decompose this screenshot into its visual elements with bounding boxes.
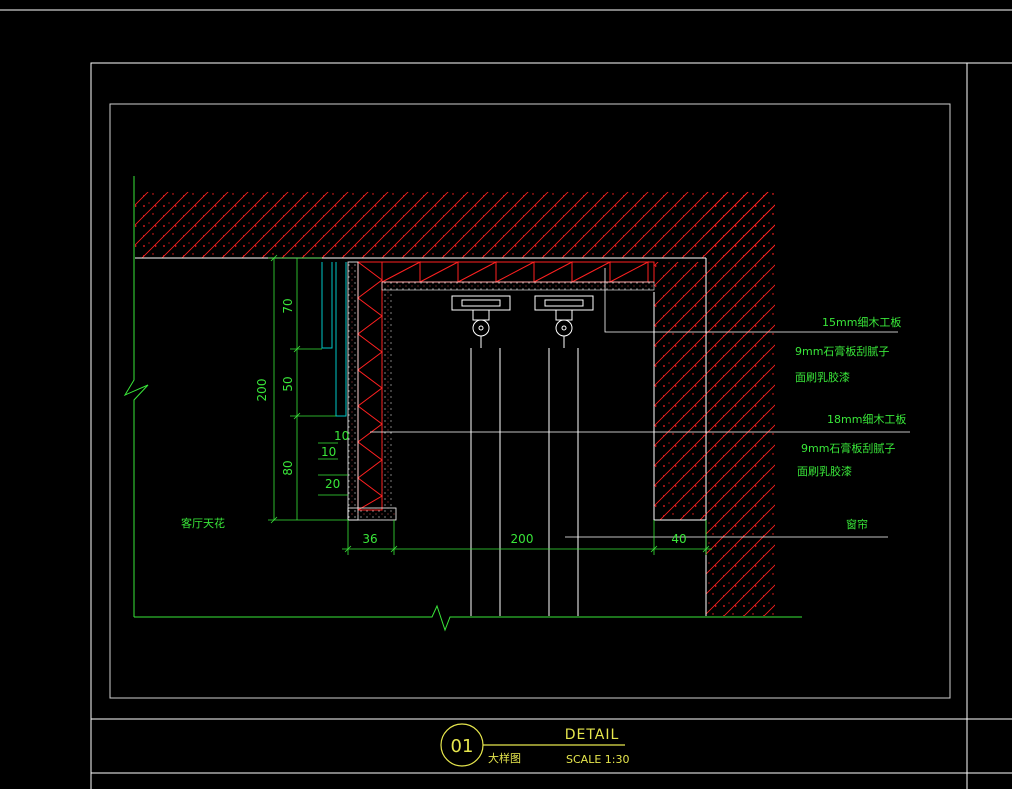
curtain-track-1 (451, 295, 511, 616)
note1-line2: 9mm石膏板刮腻子 (795, 344, 889, 358)
dim-80: 80 (281, 460, 295, 475)
gypsum-board-top (381, 281, 655, 291)
detail-scale: SCALE 1:30 (566, 753, 629, 766)
dim-20: 20 (325, 477, 340, 491)
note1-line1: 15mm细木工板 (822, 315, 901, 329)
title-block: 01 DETAIL 大样图 SCALE 1:30 (440, 723, 629, 767)
sheet-frame (0, 9, 1012, 789)
gypsum-board-left (347, 261, 397, 521)
note2-line1: 18mm细木工板 (827, 412, 906, 426)
dim-200-vertical: 200 (255, 379, 269, 402)
dim-200-horizontal: 200 (511, 532, 534, 546)
break-lines (123, 176, 802, 632)
note1-line3: 面刷乳胶漆 (795, 370, 850, 384)
material-annotations: 15mm细木工板 9mm石膏板刮腻子 面刷乳胶漆 18mm细木工板 9mm石膏板… (181, 315, 906, 531)
curtain-box-right-wall (653, 262, 706, 521)
dimension-text: 70 50 200 80 10 10 20 36 200 40 (255, 298, 687, 546)
living-ceiling-label: 客厅天花 (181, 516, 225, 530)
curtain-label: 窗帘 (846, 517, 868, 531)
curtain-box-top-board (381, 261, 655, 283)
ceiling-profile (321, 262, 347, 417)
detail-title: DETAIL (565, 727, 620, 743)
concrete-ceiling-slab (135, 192, 775, 259)
concrete-wall (705, 192, 775, 616)
leader-lines (370, 268, 910, 538)
dim-50: 50 (281, 376, 295, 391)
detail-number: 01 (451, 736, 474, 757)
dimension-lines (268, 254, 712, 555)
dim-10-a: 10 (334, 429, 349, 443)
curtain-box-left-wall (357, 261, 383, 511)
dim-36: 36 (362, 532, 377, 546)
dim-10-b: 10 (321, 445, 336, 459)
note2-line3: 面刷乳胶漆 (797, 464, 852, 478)
note2-line2: 9mm石膏板刮腻子 (801, 441, 895, 455)
curtain-track-2 (534, 295, 594, 616)
dim-40: 40 (671, 532, 686, 546)
detail-subtitle: 大样图 (488, 751, 521, 765)
dim-70: 70 (281, 298, 295, 313)
